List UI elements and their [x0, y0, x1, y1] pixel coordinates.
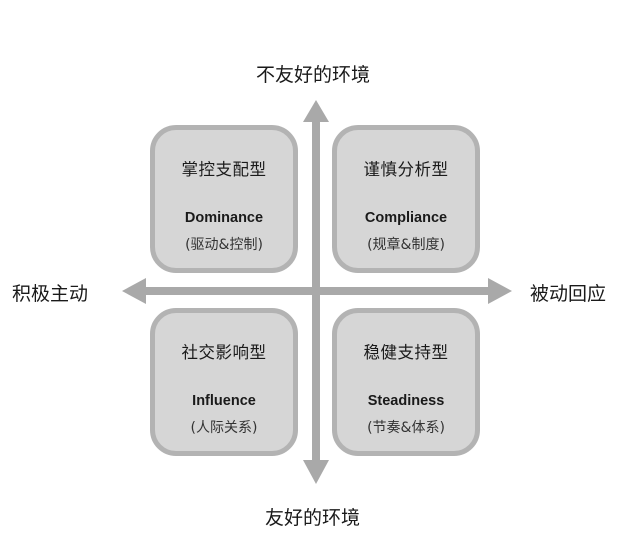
quadrant-subtitle: (节奏&体系) — [367, 420, 445, 436]
quadrant-title-en: Steadiness — [367, 393, 445, 409]
horizontal-axis-line — [142, 287, 492, 295]
quadrant-title-en: Compliance — [364, 210, 448, 226]
quadrant-title-en: Influence — [192, 393, 256, 409]
quadrant-title-cn: 社交影响型 — [181, 343, 267, 362]
quadrant-steadiness: 稳健支持型 Steadiness (节奏&体系) — [332, 308, 480, 456]
left-arrowhead — [122, 278, 146, 304]
quadrant-subtitle: (人际关系) — [190, 420, 258, 436]
right-arrowhead — [488, 278, 512, 304]
down-arrowhead — [303, 460, 329, 484]
up-arrowhead — [303, 100, 329, 122]
left-axis-label: 积极主动 — [12, 283, 89, 305]
quadrant-subtitle: (驱动&控制) — [185, 237, 263, 253]
quadrant-dominance: 掌控支配型 Dominance (驱动&控制) — [150, 125, 298, 273]
quadrant-subtitle: (规章&制度) — [367, 237, 445, 253]
bottom-axis-label: 友好的环境 — [265, 507, 361, 529]
top-axis-label: 不友好的环境 — [256, 64, 371, 86]
quadrant-title-en: Dominance — [184, 210, 264, 226]
quadrant-compliance: 谨慎分析型 Compliance (规章&制度) — [332, 125, 480, 273]
quadrant-title-cn: 稳健支持型 — [363, 343, 449, 362]
quadrant-influence: 社交影响型 Influence (人际关系) — [150, 308, 298, 456]
quadrant-title-cn: 掌控支配型 — [181, 160, 267, 179]
right-axis-label: 被动回应 — [530, 283, 607, 305]
quadrant-title-cn: 谨慎分析型 — [363, 160, 449, 179]
